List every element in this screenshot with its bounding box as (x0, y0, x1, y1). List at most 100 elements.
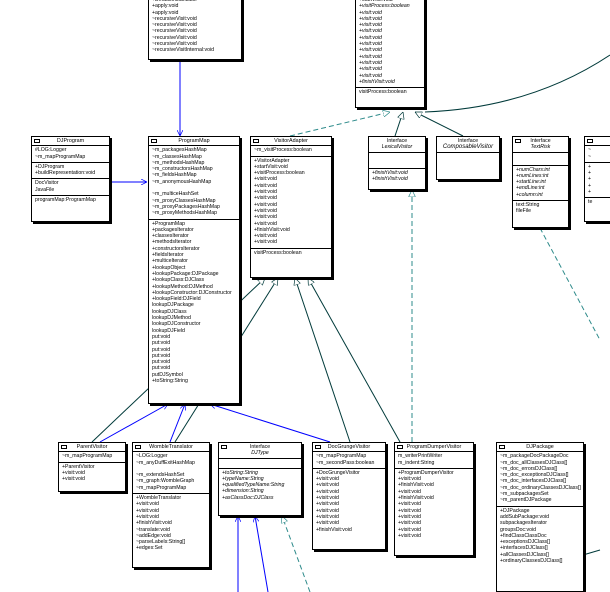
class-icon (499, 445, 505, 449)
class-name: VisitorAdapter (274, 138, 308, 144)
class-header: ProgramDumperVisitor (395, 443, 473, 453)
operation-entry: +DocGrungeVisitor (316, 469, 360, 476)
operation-entry: +startLine:int (516, 179, 546, 186)
attribute-entry: ~m_packagesHashMap (152, 147, 207, 154)
attribute-entry: ~m_proxyClassesHashMap (152, 197, 216, 204)
class-wombletranslator[interactable]: WombleTranslator ~LOG:Logger~m_anyDuffEx… (132, 442, 210, 568)
member-entry: text:String (516, 202, 540, 209)
attribute-entry: ~m_secondPass:boolean (316, 459, 375, 466)
extra-section: visitProcess:boolean (356, 88, 424, 97)
operation-entry: +visit:void (398, 507, 421, 514)
operation-entry: +visit:void (359, 66, 382, 73)
class-stereotype: Interface (249, 444, 271, 450)
operation-entry: +visit:void (359, 15, 382, 22)
attribute-entry: ~m_anyDuffExitHashMap (136, 459, 195, 466)
operation-entry: +visit:void (254, 176, 277, 183)
class-icon (515, 139, 521, 143)
operation-entry: +visit:void (316, 501, 339, 508)
class-header: DJProgram (32, 137, 109, 147)
operation-entry: groupsDoc:void (500, 526, 537, 533)
operation-entry: +startVisit:void (254, 163, 288, 170)
attribute-entry: ~m_packageDocPackageDoc (500, 453, 569, 460)
operations-section: +finishVisit:void+finishVisit:void (369, 169, 425, 185)
operation-entry: ~translate:void (136, 526, 170, 533)
attribute-entry: ~m_doc_errorsDJClass[] (500, 465, 558, 472)
attribute-entry: ~m_graph:WombleGraph (136, 478, 195, 485)
attribute-entry: ~m_proxyMethodsHashMap (152, 210, 218, 217)
attribute-entry: ~m_mapProgramMap (316, 453, 367, 460)
operation-entry: +visit:void (254, 220, 277, 227)
operations-section: +DocGrungeVisitor+visit:void+visit:void+… (313, 469, 385, 535)
operation-entry: +numChars:int (516, 166, 550, 173)
operation-entry: +lookupField:DJField (152, 296, 201, 303)
class-icon (135, 445, 141, 449)
attributes-section: ~~ (585, 146, 610, 163)
operation-entry: lookupDJPackage (152, 302, 194, 309)
class-right-edge[interactable]: ~~ +++++ te (584, 136, 610, 222)
operation-entry: +apply:void (152, 9, 179, 16)
operation-entry: +visit:void (136, 507, 159, 514)
operation-entry: +visit:void (316, 488, 339, 495)
gen-djpackage-right (582, 549, 601, 556)
class-header: DJPackage (497, 443, 583, 453)
class-programdumpervisitor[interactable]: ProgramDumperVisitor m_writerPrintWriter… (394, 442, 474, 556)
gen-docgrunge-to-adapter (295, 278, 351, 443)
class-docgrungevisitor[interactable]: DocGrungeVisitor ~m_mapProgramMap~m_seco… (312, 442, 386, 550)
class-icon (34, 139, 40, 143)
member-entry: visitProcess:boolean (359, 89, 407, 96)
operation-entry: +visit:void (359, 53, 382, 60)
member-entry: JavaFile (35, 186, 55, 193)
class-visitoradapter[interactable]: VisitorAdapter ~m_visitProcess:boolean +… (250, 136, 332, 278)
class-djprogram[interactable]: DJProgram #LOG:Logger~m_mapProgramMap +D… (31, 136, 110, 222)
operation-entry: +visit:void (359, 59, 382, 66)
attribute-entry: ~m_proxyPackagesHashMap (152, 203, 220, 210)
operation-entry: ~recursiveVisit:void (152, 28, 197, 35)
operation-entry: +visit:void (359, 47, 382, 54)
operation-entry: +endLine:int (516, 185, 545, 192)
class-icon (587, 139, 593, 143)
operation-entry: +visit:void (254, 189, 277, 196)
class-header: VisitorAdapter (251, 137, 331, 147)
operation-entry: +visit:void (398, 520, 421, 527)
operation-entry: ~recursiveVisitInternal:void (152, 47, 215, 54)
attributes-section: ~LOG:Logger~m_anyDuffExitHashMap ~m_exte… (133, 452, 209, 495)
operation-entry: +ProgramMap (152, 220, 186, 227)
attribute-entry: ~m_constructorsHashMap (152, 166, 213, 173)
members-section: te (585, 198, 610, 207)
member-entry: te (588, 199, 593, 206)
operation-entry: +constructorsIterator (152, 245, 200, 252)
class-parentvisitor[interactable]: ParentVisitor ~m_mapProgramMap +ParentVi… (58, 442, 126, 492)
attribute-entry: ~m_anonymousHashMap (152, 178, 212, 185)
class-name: ProgramMap (178, 138, 210, 144)
operation-entry: +visit:void (254, 233, 277, 240)
gen-composable-to-top (415, 111, 464, 137)
operation-entry: ~parseLabels:String[] (136, 539, 186, 546)
attribute-entry: ~m_methodsHashMap (152, 159, 205, 166)
attributes-section: ~m_mapProgramMap~m_secondPass:boolean (313, 452, 385, 469)
operation-entry: +buildRepresentation:void (35, 170, 96, 177)
class-default-instantiator[interactable]: +DefaultInstantiator+apply:void+apply:vo… (148, 0, 242, 60)
class-djpackage[interactable]: DJPackage ~m_packageDocPackageDoc~m_doc_… (496, 442, 584, 592)
operation-entry: +WombleTranslator (136, 495, 182, 502)
operation-entry: +visit:void (254, 239, 277, 246)
class-name: TextRisk (530, 144, 551, 151)
attribute-entry: ~m_doc_allClassesDJClass[] (500, 459, 568, 466)
operation-entry: +visit:void (316, 495, 339, 502)
operations-section: +++++ (585, 163, 610, 199)
attributes-section: ~m_packagesHashMap~m_classesHashMap~m_me… (149, 146, 239, 220)
operation-entry: put:void (152, 340, 171, 347)
attribute-entry: ~m_mapProgramMap (136, 484, 187, 491)
operation-entry: +visit:void (359, 28, 382, 35)
gen-top-right-curve (424, 54, 610, 113)
class-programmap[interactable]: ProgramMap ~m_packagesHashMap~m_classesH… (148, 136, 240, 404)
realize-djtype-dashed (282, 516, 311, 592)
class-top-visitor[interactable]: +startVisit:void+visitProcess:boolean+vi… (355, 0, 425, 108)
extra-section: visitProcess:boolean (251, 249, 331, 258)
operation-entry: + (588, 176, 592, 183)
operation-entry: +DefaultInstantiator (152, 0, 198, 3)
attribute-entry: ~ (588, 153, 592, 160)
